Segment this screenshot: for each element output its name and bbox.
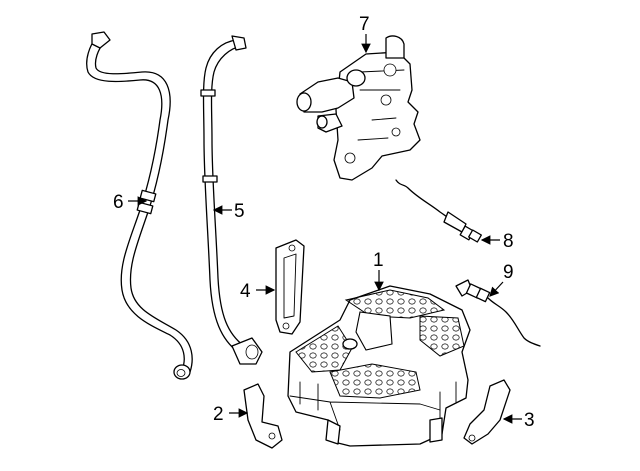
sensor-part-8[interactable] bbox=[395, 179, 482, 243]
svg-text:5: 5 bbox=[234, 201, 245, 222]
callout-3: 3 bbox=[502, 410, 535, 431]
bracket-part-3[interactable] bbox=[463, 379, 511, 445]
svg-text:4: 4 bbox=[240, 281, 251, 302]
valve-assembly-part-7[interactable] bbox=[296, 35, 421, 181]
bracket-part-2[interactable] bbox=[243, 383, 283, 449]
sensor-part-9[interactable] bbox=[455, 279, 541, 347]
hose-part-5[interactable] bbox=[200, 35, 263, 365]
callout-5: 5 bbox=[212, 201, 245, 222]
canister-part-1[interactable] bbox=[287, 285, 471, 447]
callout-8: 8 bbox=[480, 231, 514, 252]
callout-9: 9 bbox=[489, 262, 514, 297]
svg-text:1: 1 bbox=[373, 250, 384, 271]
svg-text:2: 2 bbox=[213, 404, 224, 425]
callout-1: 1 bbox=[373, 250, 384, 292]
callout-2: 2 bbox=[213, 404, 249, 425]
svg-text:9: 9 bbox=[503, 262, 514, 283]
callout-6: 6 bbox=[113, 192, 148, 213]
hose-part-6[interactable] bbox=[86, 31, 193, 380]
svg-text:8: 8 bbox=[503, 231, 514, 252]
svg-text:3: 3 bbox=[524, 410, 535, 431]
bracket-part-4[interactable] bbox=[275, 239, 305, 335]
callout-4: 4 bbox=[240, 281, 276, 302]
svg-text:7: 7 bbox=[359, 14, 370, 35]
callout-7: 7 bbox=[359, 14, 371, 54]
svg-text:6: 6 bbox=[113, 192, 124, 213]
